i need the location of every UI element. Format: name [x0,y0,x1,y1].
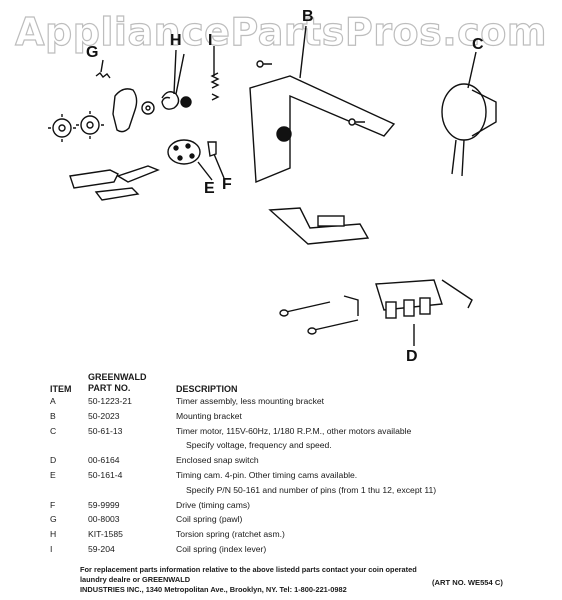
table-row: A 50-1223-21 Timer assembly, less mounting… [50,394,530,409]
watermark-logo: AppliancePartsPros.com [14,9,547,54]
row-description: Torsion spring (ratchet asm.) [176,529,285,540]
exploded-parts-diagram [48,25,497,346]
row-part: 59-204 [88,543,115,554]
row-description: Timer motor, 115V-60Hz, 1/180 R.P.M., ot… [176,425,412,436]
drive-f [207,141,217,157]
header-item: ITEM [50,384,72,394]
table-row: I 59-204 Coil spring (index lever) [50,542,530,557]
row-item: A [50,396,56,406]
callout-c: C [472,36,484,53]
row-note: Specify voltage, frequency and speed. [186,440,332,451]
row-description: Timing cam. 4-pin. Other timing cams ava… [176,469,358,480]
header-part-line2: PART NO. [88,383,131,393]
row-item: D [50,455,57,466]
screw-upper [285,301,331,313]
row-item: E [50,469,56,480]
table-row: C 50-61-13 Timer motor, 115V-60Hz, 1/180 R… [50,424,530,439]
coil-spring-i [210,72,220,101]
table-row: B 50-2023 Mounting bracket [50,409,530,424]
row-item: B [50,410,56,421]
gear-right [80,115,100,135]
row-part: 00-6164 [88,455,120,466]
gear-left [52,118,72,138]
callout-d: D [406,348,418,365]
callout-h: H [170,32,182,49]
lever-middle [94,187,140,201]
header-description: DESCRIPTION [176,384,238,394]
row-item: C [50,425,57,436]
callout-e: E [204,180,215,197]
timing-cam-e [167,139,201,165]
table-subrow: Specify P/N 50-161 and number of pins (f… [50,483,530,498]
row-part: 00-8003 [88,514,120,525]
callout-f: F [222,176,232,193]
table-row: F 59-9999 Drive (timing cams) [50,498,530,513]
lever-upper [69,169,119,189]
row-item: H [50,529,57,540]
header-part: GREENWALD PART NO. [88,372,147,394]
row-part: 59-9999 [88,499,120,510]
table-subrow: Specify voltage, frequency and speed. [50,438,530,453]
table-header: ITEM GREENWALD PART NO. DESCRIPTION [50,368,530,394]
row-note: Specify P/N 50-161 and number of pins (f… [186,484,437,495]
row-item: G [50,514,57,525]
parts-table: ITEM GREENWALD PART NO. DESCRIPTION A 50-… [50,368,530,557]
table-row: D 00-6164 Enclosed snap switch [50,453,530,468]
washer [141,101,155,115]
pawl-lever [112,88,138,133]
switch-bracket [268,207,370,245]
mounting-bracket-b [249,75,396,184]
callout-b: B [302,8,314,25]
row-part: 50-1223-21 [88,396,132,406]
row-description: Mounting bracket [176,410,242,421]
callout-g: G [86,44,99,61]
row-description: Coil spring (pawl) [176,514,243,525]
screw-lower [313,319,359,331]
row-item: I [50,543,53,554]
row-part: KIT-1585 [88,529,123,540]
row-description: Drive (timing cams) [176,499,251,510]
coil-spring-g [95,72,111,79]
art-number: (ART NO. WE554 C) [432,578,503,587]
row-description: Timer assembly, less mounting bracket [176,396,325,406]
row-description: Coil spring (index lever) [176,543,267,554]
footer-note: For replacement parts information relati… [80,565,440,595]
row-part: 50-2023 [88,410,120,421]
row-description: Enclosed snap switch [176,455,259,466]
row-part: 50-161-4 [88,469,123,480]
footer-line-2: INDUSTRIES INC., 1340 Metropolitan Ave.,… [80,585,347,594]
table-row: E 50-161-4 Timing cam. 4-pin. Other timing… [50,468,530,483]
lever-lower [116,165,160,183]
row-part: 50-61-13 [88,425,123,436]
header-part-line1: GREENWALD [88,372,147,382]
row-item: F [50,499,56,510]
footer-line-1: For replacement parts information relati… [80,565,417,584]
table-row: H KIT-1585 Torsion spring (ratchet asm.) [50,527,530,542]
callout-i: I [208,32,213,49]
torsion-spring-h [161,53,185,110]
table-row: G 00-8003 Coil spring (pawl) [50,512,530,527]
